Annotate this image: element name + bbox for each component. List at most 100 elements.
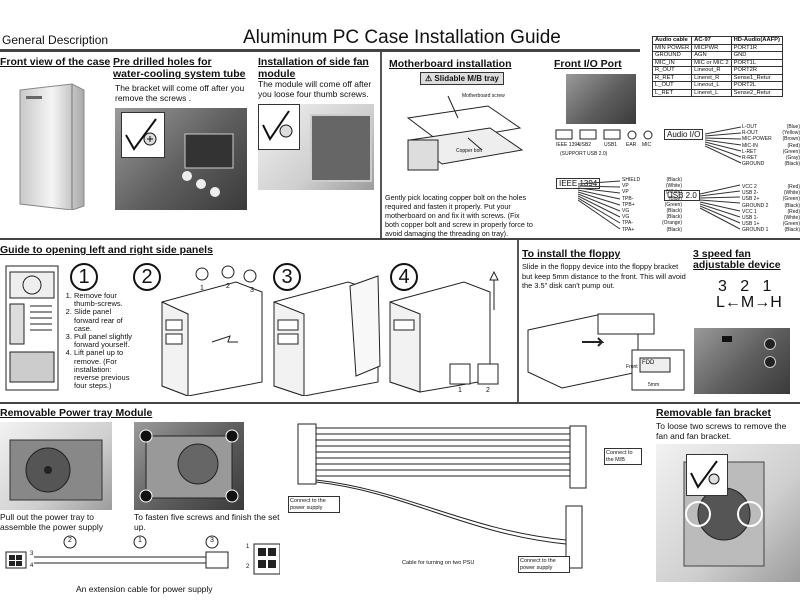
pin-row: GROUND 1(Black) bbox=[742, 227, 800, 233]
cable-marker-3: 3 bbox=[210, 537, 214, 544]
fan-mode-low: L bbox=[716, 294, 725, 311]
audio-table-cell: R_OUT bbox=[651, 66, 693, 75]
dim-label: 5mm bbox=[648, 382, 660, 388]
cable-marker-1: 1 bbox=[138, 537, 142, 544]
pin-name: MIC-IN bbox=[742, 142, 758, 149]
general-description-label: General Description bbox=[2, 33, 109, 47]
fan-speed-numbers: 3 2 1 bbox=[718, 278, 771, 296]
pin-color: (Brown) bbox=[782, 136, 800, 143]
water-cooling-title-1: Pre drilled holes for bbox=[113, 56, 212, 68]
pin-name: TPB- bbox=[622, 195, 634, 202]
pin-name: VP bbox=[622, 183, 629, 190]
side-fan-title-1: Installation of side fan bbox=[258, 56, 369, 68]
screwdriver-check-icon bbox=[125, 118, 157, 151]
connect-mb-box: Connect to the M/B bbox=[604, 448, 642, 465]
pin-name: USB 2+ bbox=[742, 196, 760, 203]
pin-row: GROUND(Black) bbox=[742, 161, 800, 167]
pin-row: USB 2-(White) bbox=[742, 190, 800, 196]
audio-table-cell: Lineret_R bbox=[691, 73, 732, 82]
cable-marker-2: 2 bbox=[68, 537, 72, 544]
side-panel-steps: Remove four thumb-screws. Slide panel fo… bbox=[64, 291, 132, 390]
dual-psu-cable-illustration bbox=[297, 423, 587, 569]
pin-row: VG(Black) bbox=[622, 214, 682, 220]
arrow-right-icon: → bbox=[754, 294, 771, 311]
pin-color: (Red) bbox=[787, 184, 800, 190]
motherboard-tray-illustration bbox=[406, 95, 524, 171]
front-io-title: Front I/O Port bbox=[554, 58, 622, 70]
step-1-text: Remove four thumb-screws. bbox=[74, 291, 132, 308]
motherboard-title: Motherboard installation bbox=[389, 58, 512, 70]
fan-mode-high: H bbox=[770, 294, 782, 311]
rear-case-illustration bbox=[5, 265, 59, 391]
fan-bracket-photo bbox=[656, 444, 800, 582]
side-fan-title-2: module bbox=[258, 68, 296, 80]
side-panels-title: Guide to opening left and right side pan… bbox=[0, 244, 213, 256]
pin-color: (Red) bbox=[787, 208, 800, 215]
pin-row: L-RET(Green) bbox=[742, 149, 800, 155]
audio-table-cell: HD-Audio(AAFP) bbox=[730, 36, 783, 45]
step4-marker-2: 2 bbox=[486, 387, 490, 394]
pin-row: USB 1+(Green) bbox=[742, 221, 800, 227]
audio-table-cell: Lineret_L bbox=[691, 88, 732, 97]
step2-marker-3: 3 bbox=[250, 287, 254, 294]
psu-screws-illustration bbox=[139, 429, 239, 503]
port-label: IEEE 1394 bbox=[556, 142, 580, 148]
thumbscrew-check-icon bbox=[262, 110, 293, 141]
usb-wires bbox=[700, 184, 741, 230]
fan-bracket-text: To loose two screws to remove the fan an… bbox=[656, 421, 787, 441]
fan-speed-title-1: 3 speed fan bbox=[693, 248, 751, 260]
audio-table-cell: Sense2_Retur bbox=[730, 88, 783, 97]
pin-name: R-OUT bbox=[742, 130, 758, 137]
pin-color: (Black) bbox=[666, 226, 682, 233]
audio-table-cell: L_OUT bbox=[651, 81, 693, 90]
pin-color: (Green) bbox=[782, 196, 800, 203]
step-2-number: 2 bbox=[133, 263, 161, 291]
pin-color: (Gray) bbox=[785, 154, 800, 161]
extension-cable-diagram: 2 1 3 3 4 1 2 bbox=[0, 534, 281, 584]
fan-knob-2 bbox=[764, 356, 776, 368]
audio-table-cell: AGN bbox=[691, 51, 732, 60]
pin-color: (Black) bbox=[784, 161, 800, 168]
ieee-pin-list: SHIELD(Black)VP(White)VP(White)TPB-(Blue… bbox=[622, 177, 682, 233]
drilled-holes-illustration bbox=[182, 133, 234, 197]
pin-name: MIC-POWER bbox=[742, 136, 772, 143]
pin-color: (Green) bbox=[782, 221, 800, 228]
power-tray-text-right: To fasten five screws and finish the set… bbox=[134, 512, 280, 532]
power-tray-photo-left bbox=[0, 422, 112, 510]
pin-row: VP(White) bbox=[622, 189, 682, 195]
audio-table-cell: L_RET bbox=[651, 88, 693, 97]
step-3-number: 3 bbox=[273, 263, 301, 291]
usb-label: USB 2.0 bbox=[664, 190, 700, 201]
motherboard-diagram: Motherboard screw Copper bolt bbox=[388, 88, 536, 188]
audio-table-cell: MICPWR bbox=[691, 43, 732, 52]
step-4-text: Lift panel up to remove. (For installati… bbox=[74, 349, 132, 390]
fan-bracket-illustration bbox=[683, 461, 765, 567]
audio-table-cell: R_RET bbox=[651, 73, 693, 82]
fan-screw-check-icon bbox=[690, 460, 720, 489]
audio-table-cell: GND bbox=[730, 51, 783, 60]
pin-number-1: 1 bbox=[246, 544, 250, 550]
motherboard-text: Gently pick locating copper bolt on the … bbox=[385, 193, 533, 238]
pin-name: TPA- bbox=[622, 220, 634, 227]
port-label: USB1 bbox=[604, 142, 618, 148]
fan-mode-medium: M bbox=[740, 294, 755, 311]
side-fan-photo bbox=[258, 104, 374, 190]
pin-color: (White) bbox=[665, 189, 682, 196]
vertical-divider-2 bbox=[517, 240, 519, 402]
usb-pin-list: VCC 2(Red)USB 2-(White)USB 2+(Green)GROU… bbox=[742, 184, 800, 234]
port-label: USB2 bbox=[578, 142, 592, 148]
slidable-tray-badge: ⚠ Slidable M/B tray bbox=[420, 72, 504, 85]
pin-row: TPB+(Green) bbox=[622, 202, 682, 208]
front-label: Front bbox=[626, 364, 638, 370]
pin-name: L-RET bbox=[742, 148, 757, 155]
fan-bracket-title: Removable fan bracket bbox=[656, 407, 771, 419]
pin-row: TPA-(Orange) bbox=[622, 220, 682, 226]
